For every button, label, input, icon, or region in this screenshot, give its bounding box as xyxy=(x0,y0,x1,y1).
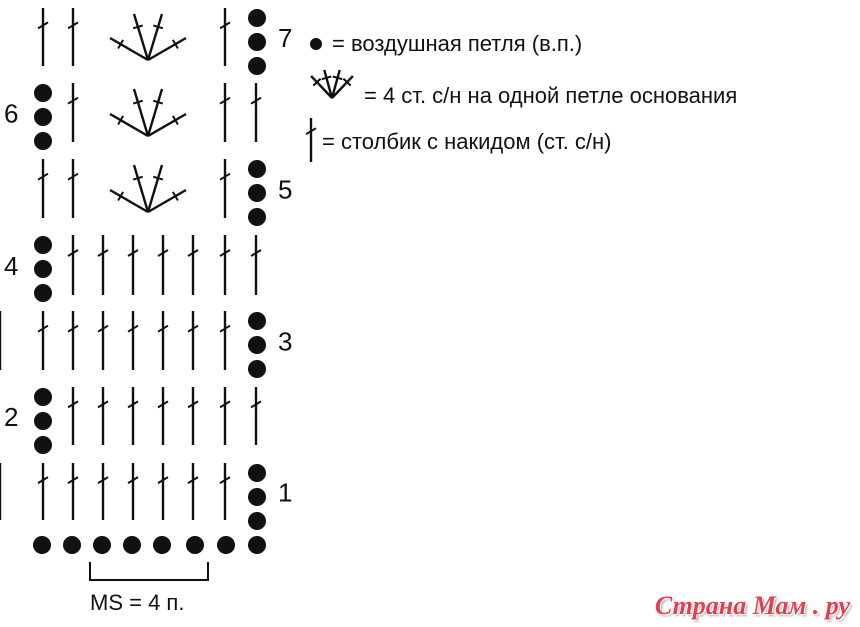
legend-dc-icon xyxy=(305,118,317,162)
chain-stitch-icon xyxy=(248,464,266,482)
chain-stitch-icon xyxy=(34,284,52,302)
chain-stitch-icon xyxy=(248,160,266,178)
chain-stitch-icon xyxy=(248,9,266,27)
chain-stitch-icon xyxy=(34,436,52,454)
double-crochet-icon xyxy=(219,83,231,142)
row-number-6: 6 xyxy=(4,99,18,129)
chart-row-7: 7 xyxy=(37,8,292,75)
double-crochet-icon xyxy=(127,311,139,370)
double-crochet-icon xyxy=(67,159,79,218)
chart-row-4: 4 xyxy=(4,235,262,302)
row-number-7: 7 xyxy=(278,23,292,53)
legend-fan-text: = 4 ст. с/н на одной петле основания xyxy=(364,83,738,108)
row-number-5: 5 xyxy=(278,175,292,205)
double-crochet-icon xyxy=(37,159,49,218)
double-crochet-icon xyxy=(67,463,79,520)
chain-stitch-icon xyxy=(34,84,52,102)
double-crochet-icon xyxy=(97,463,109,520)
legend-chain-text: = воздушная петля (в.п.) xyxy=(332,31,583,56)
chain-stitch-icon xyxy=(248,336,266,354)
foundation-chain-stitch-icon xyxy=(153,536,171,554)
chain-stitch-icon xyxy=(248,184,266,202)
double-crochet-icon xyxy=(157,463,169,520)
double-crochet-icon xyxy=(219,159,231,218)
double-crochet-icon xyxy=(67,235,79,295)
foundation-chain-stitch-icon xyxy=(217,536,235,554)
chain-stitch-icon xyxy=(34,132,52,150)
double-crochet-icon xyxy=(97,387,109,445)
double-crochet-icon xyxy=(187,311,199,370)
chart-marks: 1 2 3 4 5 6 7 xyxy=(0,8,354,581)
row-number-1: 1 xyxy=(278,478,292,508)
double-crochet-icon xyxy=(157,387,169,445)
double-crochet-icon xyxy=(157,311,169,370)
chain-stitch-icon xyxy=(34,260,52,278)
repeat-label: MS = 4 п. xyxy=(90,590,185,615)
chain-stitch-icon xyxy=(34,236,52,254)
double-crochet-icon xyxy=(219,463,231,520)
double-crochet-icon xyxy=(67,311,79,370)
double-crochet-icon xyxy=(97,235,109,295)
foundation-chain-stitch-icon xyxy=(33,536,51,554)
double-crochet-icon xyxy=(127,387,139,445)
legend-chain-icon xyxy=(310,38,322,50)
double-crochet-icon xyxy=(37,463,49,520)
double-crochet-icon xyxy=(67,83,79,142)
double-crochet-icon xyxy=(219,311,231,370)
repeat-bracket xyxy=(89,562,209,581)
chart-row-2: 2 xyxy=(4,387,262,454)
legend-fan-icon xyxy=(310,69,354,99)
chain-stitch-icon xyxy=(34,412,52,430)
double-crochet-icon xyxy=(219,235,231,295)
double-crochet-icon xyxy=(127,235,139,295)
watermark-logo: Страна Мам . ру xyxy=(654,591,850,620)
double-crochet-icon xyxy=(219,8,231,66)
double-crochet-icon xyxy=(67,387,79,445)
chain-stitch-icon xyxy=(248,57,266,75)
row-number-3: 3 xyxy=(278,327,292,357)
chain-stitch-icon xyxy=(34,388,52,406)
row-number-2: 2 xyxy=(4,402,18,432)
double-crochet-icon xyxy=(127,463,139,520)
chain-stitch-icon xyxy=(248,208,266,226)
chain-stitch-icon xyxy=(248,360,266,378)
double-crochet-icon xyxy=(187,463,199,520)
chart-row-3: 3 xyxy=(0,311,292,378)
chart-row-1: 1 xyxy=(0,463,292,530)
chain-stitch-icon xyxy=(248,488,266,506)
fan-4dc-icon xyxy=(109,164,187,214)
double-crochet-icon xyxy=(37,8,49,66)
foundation-chain-stitch-icon xyxy=(248,536,266,554)
double-crochet-icon xyxy=(250,387,262,445)
fan-4dc-icon xyxy=(109,88,187,138)
double-crochet-icon xyxy=(37,311,49,370)
foundation-chain-stitch-icon xyxy=(123,536,141,554)
chart-row-6: 6 xyxy=(4,83,262,150)
chain-stitch-icon xyxy=(248,312,266,330)
double-crochet-icon xyxy=(219,387,231,445)
row-number-4: 4 xyxy=(4,251,18,281)
chain-stitch-icon xyxy=(248,512,266,530)
foundation-chain-stitch-icon xyxy=(63,536,81,554)
foundation-chain-stitch-icon xyxy=(93,536,111,554)
double-crochet-icon xyxy=(187,387,199,445)
double-crochet-icon xyxy=(97,311,109,370)
chart-row-5: 5 xyxy=(37,159,292,226)
double-crochet-icon xyxy=(187,235,199,295)
double-crochet-icon xyxy=(250,83,262,142)
fan-4dc-icon xyxy=(109,13,187,62)
legend-dc-text: = столбик с накидом (ст. с/н) xyxy=(322,129,612,154)
chain-stitch-icon xyxy=(34,108,52,126)
foundation-chain-stitch-icon xyxy=(186,536,204,554)
double-crochet-icon xyxy=(250,235,262,295)
double-crochet-icon xyxy=(67,8,79,66)
chain-stitch-icon xyxy=(248,33,266,51)
double-crochet-icon xyxy=(157,235,169,295)
